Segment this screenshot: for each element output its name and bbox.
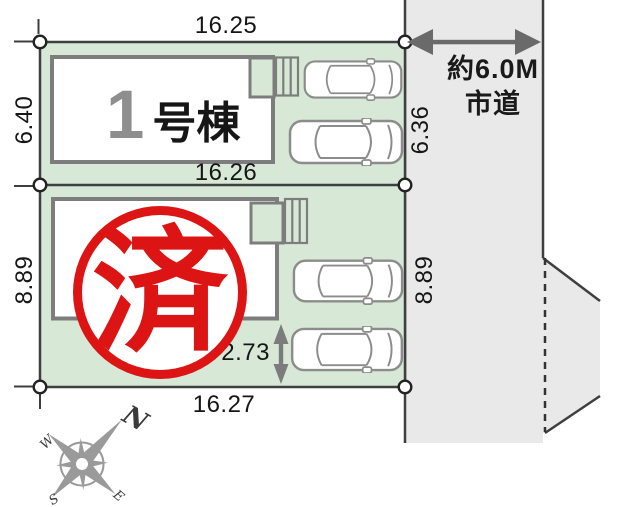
car-icon bbox=[303, 57, 403, 102]
road-width-arrow-icon bbox=[407, 29, 541, 55]
building-1 bbox=[50, 55, 300, 164]
corner-marker-icon bbox=[397, 177, 413, 193]
dimension-lot1-bottom: 16.26 bbox=[194, 159, 258, 186]
sold-stamp: 済 bbox=[73, 206, 247, 379]
compass-north-label: N bbox=[116, 400, 154, 439]
road-label: 約6.0M 市道 bbox=[420, 52, 566, 122]
dimension-lot2-right: 8.89 bbox=[411, 255, 438, 305]
sold-stamp-label: 済 bbox=[92, 213, 228, 372]
building-2-steps bbox=[283, 197, 309, 245]
dimension-lot2-left: 8.89 bbox=[11, 255, 38, 305]
building-1-suffix: 号棟 bbox=[152, 99, 241, 148]
building-1-number: 1 bbox=[106, 76, 145, 153]
corner-marker-icon bbox=[397, 379, 413, 395]
corner-marker-icon bbox=[32, 379, 48, 395]
building-1-steps bbox=[274, 56, 300, 97]
building-1-porch bbox=[248, 56, 276, 99]
corner-marker-icon bbox=[32, 177, 48, 193]
dimension-lot2-bottom: 16.27 bbox=[192, 391, 256, 418]
road-width-label: 約6.0M bbox=[446, 54, 540, 84]
road-widening-bottom-edge bbox=[544, 394, 601, 435]
car-icon bbox=[288, 118, 404, 166]
corner-marker-icons bbox=[32, 34, 413, 395]
car-icon bbox=[290, 326, 404, 373]
compass-west-label: W bbox=[37, 431, 58, 452]
compass-south-label: S bbox=[46, 491, 62, 507]
road-type-label: 市道 bbox=[465, 89, 521, 119]
road-widening-top-edge bbox=[542, 257, 601, 302]
road-area bbox=[405, 0, 543, 443]
road-widening-area bbox=[543, 258, 600, 433]
parking-depth-arrow-icon bbox=[273, 324, 289, 384]
dimension-lot1-left: 6.40 bbox=[11, 95, 38, 145]
dimension-lot1-top: 16.25 bbox=[194, 12, 258, 39]
corner-marker-icon bbox=[32, 34, 48, 50]
building-2-porch bbox=[249, 201, 285, 245]
survey-tick-marks bbox=[14, 19, 41, 409]
car-icon bbox=[292, 257, 404, 305]
building-1-label: 1 号棟 bbox=[106, 80, 240, 151]
